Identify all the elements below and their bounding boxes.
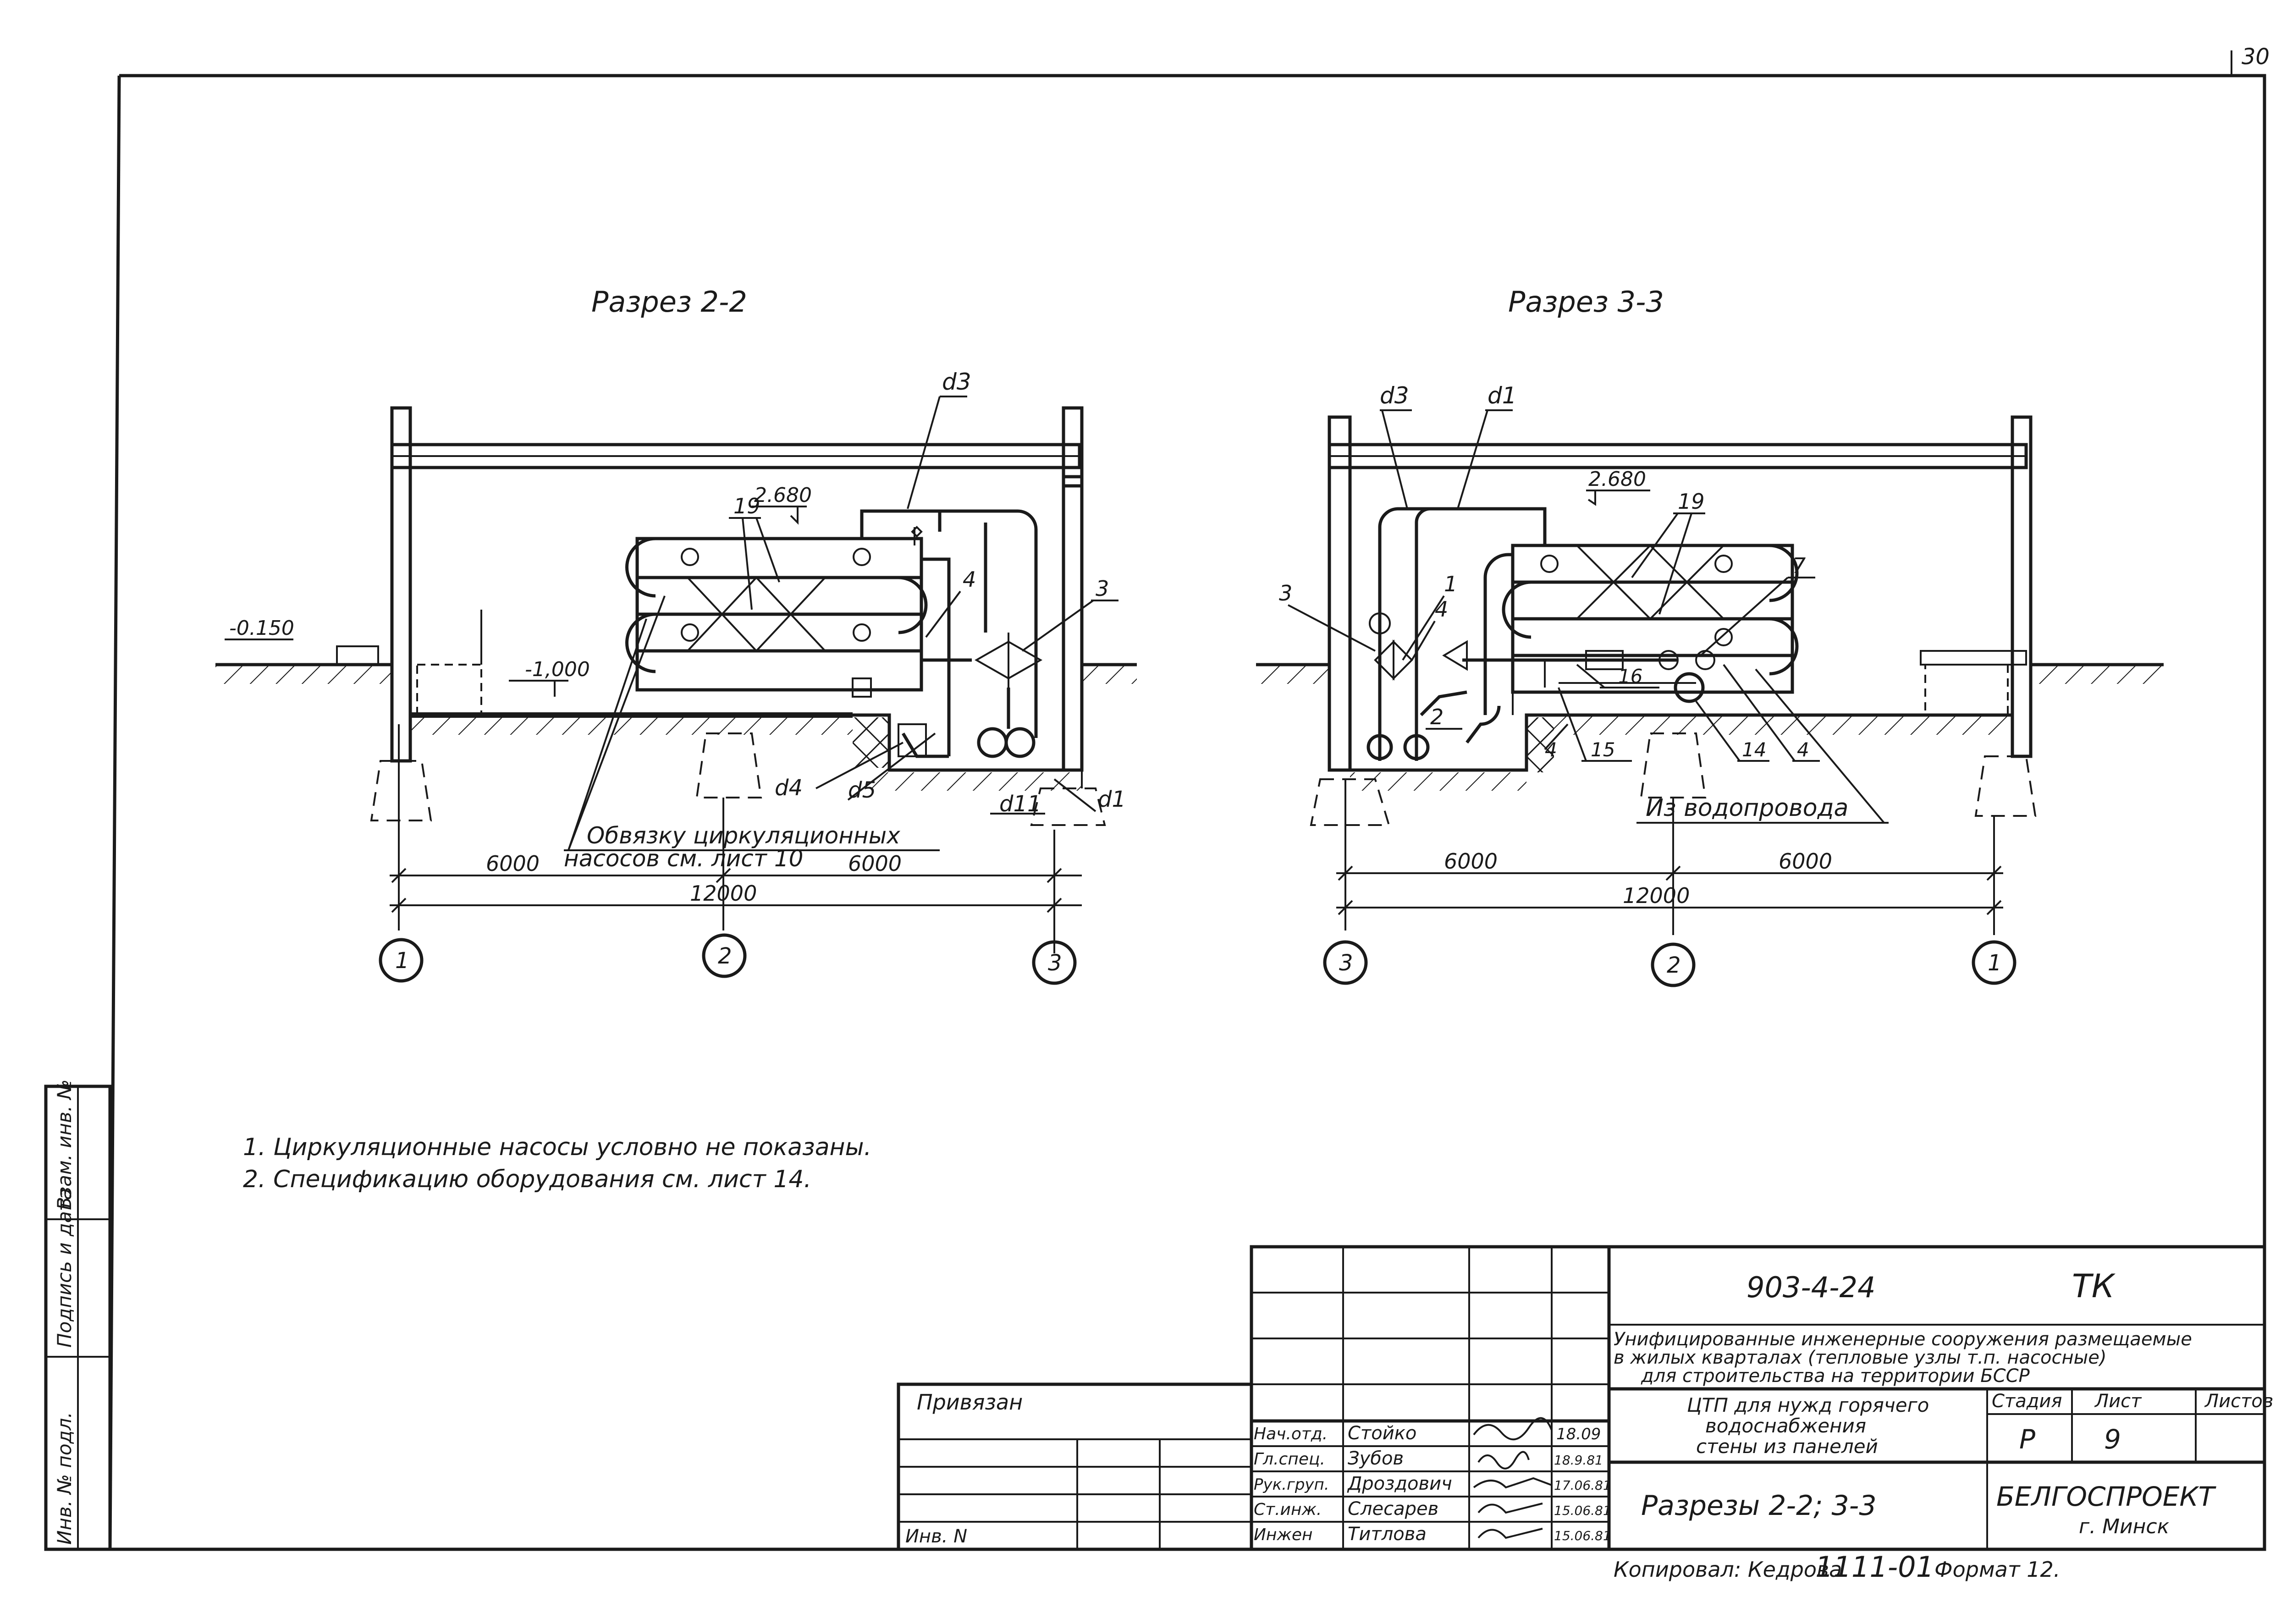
s22-note-line2: насосов см. лист 10 <box>564 845 803 872</box>
s22-axis-2: 2 <box>718 943 732 969</box>
tb-mark: ТК <box>2072 1267 2116 1305</box>
s33-callout-19: 19 <box>1678 489 1705 514</box>
signature-row-0: Нач.отд. Стойко 18.09 <box>1254 1423 1601 1444</box>
tb-sheet-label: Лист <box>2094 1391 2142 1412</box>
side-stamp: Инв. № подл. Подпись и дата Взам. инв. № <box>44 1079 112 1551</box>
s33-elev-top: 2.680 <box>1588 468 1646 491</box>
heat-exchanger-3-3 <box>1502 544 1799 694</box>
section-2-2: Разрез 2-2 <box>215 285 1137 985</box>
s22-pipe-d4: d4 <box>775 775 803 801</box>
sig-name-0: Стойко <box>1348 1423 1416 1444</box>
s33-dim-right: 6000 <box>1779 849 1832 874</box>
tb-copied: Копировал: Кедрова <box>1614 1557 1842 1582</box>
side-stamp-sign-label: Подпись и дата <box>53 1188 76 1348</box>
tb-format: Формат 12. <box>1934 1557 2060 1582</box>
s22-dim-left: 6000 <box>486 851 540 876</box>
corner-sheet-number: 30 <box>2242 44 2270 70</box>
sig-role-3: Ст.инж. <box>1254 1500 1322 1519</box>
tb-inv-no: Инв. N <box>905 1526 967 1547</box>
signature-row-1: Гл.спец. Зубов 18.9.81 <box>1254 1448 1603 1469</box>
tb-sheets-label: Листов <box>2204 1391 2273 1412</box>
sig-date-2: 17.06.81 <box>1554 1478 1611 1493</box>
sig-date-4: 15.06.81 <box>1554 1528 1611 1543</box>
note-2: 2. Спецификацию оборудования см. лист 14… <box>243 1166 811 1193</box>
s22-note-line1: Обвязку циркуляционных <box>587 822 900 849</box>
sheet-frame: 30 <box>108 44 2270 1551</box>
sig-role-0: Нач.отд. <box>1254 1425 1328 1443</box>
signature-row-3: Ст.инж. Слесарев 15.06.81 <box>1254 1498 1611 1519</box>
tb-desc-3: для строительства на территории БССР <box>1641 1365 2030 1387</box>
piping-2-2 <box>860 509 1043 758</box>
s22-dim-total: 12000 <box>690 881 757 906</box>
s33-callout-4c: 4 <box>1797 738 1809 761</box>
heat-exchanger-2-2 <box>625 537 928 698</box>
sig-role-4: Инжен <box>1254 1525 1313 1544</box>
sig-name-4: Титлова <box>1348 1524 1427 1545</box>
s33-callout-1: 1 <box>1444 572 1457 596</box>
s22-pipe-d1: d1 <box>1098 787 1126 812</box>
s22-callout-4: 4 <box>963 567 976 592</box>
s22-elev-floor: -1,000 <box>525 658 590 681</box>
s22-dim-right: 6000 <box>848 851 902 876</box>
tb-sheet-title: Разрезы 2-2; 3-3 <box>1641 1490 1877 1522</box>
s22-callout-19: 19 <box>733 494 760 518</box>
s22-axis-1: 1 <box>395 948 409 974</box>
s33-callout-2: 2 <box>1430 705 1444 729</box>
tb-copy-code: 1111-01 <box>1815 1550 1934 1584</box>
tb-stage-label: Стадия <box>1992 1391 2062 1412</box>
sig-name-1: Зубов <box>1348 1448 1404 1469</box>
s33-note-water: Из водопровода <box>1646 794 1848 822</box>
tb-object-2: водоснабжения <box>1705 1415 1866 1437</box>
note-1: 1. Циркуляционные насосы условно не пока… <box>243 1134 871 1161</box>
sig-date-0: 18.09 <box>1556 1425 1601 1443</box>
tb-desc-1: Унифицированные инженерные сооружения ра… <box>1614 1329 2192 1350</box>
sig-name-3: Слесарев <box>1348 1498 1438 1519</box>
tb-project-code: 903-4-24 <box>1747 1271 1875 1304</box>
s22-pipe-d3: d3 <box>942 369 971 395</box>
tb-stage: Р <box>2019 1424 2035 1455</box>
sig-date-1: 18.9.81 <box>1554 1453 1603 1468</box>
side-stamp-inv-label: Инв. № подл. <box>53 1412 76 1545</box>
sig-role-2: Рук.груп. <box>1254 1475 1329 1494</box>
s33-axis-2: 2 <box>1667 952 1681 978</box>
section-2-2-title: Разрез 2-2 <box>591 285 747 319</box>
s33-pipe-d1: d1 <box>1488 382 1517 409</box>
piping-3-3 <box>1366 507 1715 761</box>
s33-callout-7: 7 <box>1792 553 1806 578</box>
tb-object-3: стены из панелей <box>1696 1435 1878 1458</box>
s22-pipe-d11: d11 <box>999 791 1041 817</box>
section-3-3: Разрез 3-3 <box>1256 285 2164 987</box>
s33-callout-3: 3 <box>1279 581 1292 606</box>
sig-date-3: 15.06.81 <box>1554 1503 1611 1518</box>
s22-elev-top: 2.680 <box>754 484 812 507</box>
sig-name-2: Дроздович <box>1347 1473 1452 1494</box>
general-notes: 1. Циркуляционные насосы условно не пока… <box>243 1134 871 1193</box>
s33-dim-left: 6000 <box>1444 849 1498 874</box>
tb-linked: Привязан <box>917 1390 1023 1415</box>
s33-dim-total: 12000 <box>1623 883 1690 908</box>
s33-callout-14: 14 <box>1742 738 1766 761</box>
title-block: Привязан Инв. N Нач.отд. Стойко 18.09 Гл… <box>897 1245 2273 1584</box>
s33-pipe-d3: d3 <box>1380 382 1409 409</box>
tb-object-1: ЦТП для нужд горячего <box>1687 1394 1929 1416</box>
s33-callout-16: 16 <box>1618 665 1642 688</box>
s22-elev-ground: -0.150 <box>229 617 294 640</box>
s22-axis-3: 3 <box>1048 950 1062 976</box>
tb-sheet: 9 <box>2104 1424 2121 1455</box>
side-stamp-replace-label: Взам. инв. № <box>53 1079 76 1210</box>
tb-organization: БЕЛГОСПРОЕКТ <box>1996 1481 2217 1512</box>
s33-axis-3: 3 <box>1339 950 1353 976</box>
section-3-3-title: Разрез 3-3 <box>1508 285 1664 319</box>
sig-role-1: Гл.спец. <box>1254 1450 1325 1469</box>
s33-callout-4a: 4 <box>1435 597 1448 622</box>
signature-row-2: Рук.груп. Дроздович 17.06.81 <box>1254 1473 1611 1494</box>
s33-callout-15: 15 <box>1591 738 1615 761</box>
tb-desc-2: в жилых кварталах (тепловые узлы т.п. на… <box>1614 1347 2106 1368</box>
tb-city: г. Минск <box>2079 1515 2170 1538</box>
signature-row-4: Инжен Титлова 15.06.81 <box>1254 1524 1611 1545</box>
s33-axis-1: 1 <box>1988 950 2002 976</box>
signature-scribbles <box>1473 1417 1553 1539</box>
s22-callout-3: 3 <box>1096 576 1109 601</box>
